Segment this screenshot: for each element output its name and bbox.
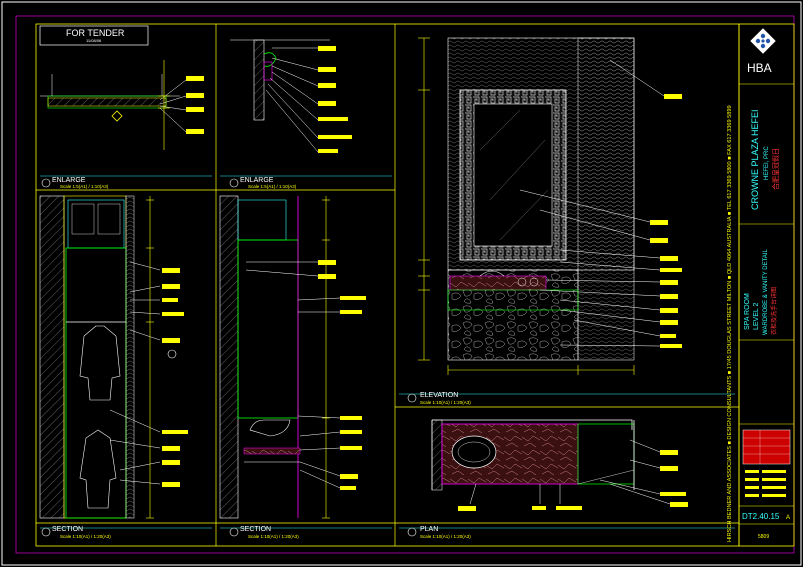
view-1-scale: Scale 1:5(A1) / 1:10(A3) (60, 184, 109, 189)
tender-stamp: FOR TENDER 11/08/06 (39, 25, 149, 46)
revision-letter: A (786, 515, 790, 521)
job-number: 5809 (758, 534, 769, 540)
hba-logo-icon (750, 28, 776, 54)
view-6-title: PLAN (420, 526, 438, 533)
room-name: SPA ROOM (744, 293, 751, 330)
view-5-title: ELEVATION (420, 392, 458, 399)
view-dividers (36, 24, 739, 546)
view-elevation: ELEVATION Scale 1:10(A1) / 1:20(A3) (399, 37, 735, 405)
view-3-scale: Scale 1:10(A1) / 1:20(A3) (60, 534, 111, 539)
view-1-title: ENLARGE (52, 177, 86, 184)
drawing-number: DT2.40.15 (742, 512, 780, 521)
stamp-title: FOR TENDER (66, 28, 125, 38)
company-footer: HIRSCH BEDNER AND ASSOCIATES ■ DESIGN CO… (727, 105, 733, 542)
project-location: HEFEI, PRC (764, 146, 770, 180)
view-section-2: SECTION Scale 1:10(A1) / 1:20(A3) (219, 195, 392, 539)
view-2-title: ENLARGE (240, 177, 274, 184)
level-name: LEVEL 2 (753, 303, 760, 330)
view-section-1: SECTION Scale 1:10(A1) / 1:20(A3) (39, 195, 212, 539)
drawing-title-cn: 衣柜及洗手台详图 (770, 287, 778, 335)
view-4-title: SECTION (240, 526, 271, 533)
title-block: HBA CROWNE PLAZA HEFEI HEFEI, PRC 合肥皇冠假日… (738, 23, 795, 547)
view-2-scale: Scale 1:5(A1) / 1:10(A3) (248, 184, 297, 189)
view-enlarge-1: ENLARGE Scale 1:5(A1) / 1:10(A3) (40, 60, 212, 189)
view-plan: PLAN Scale 1:10(A1) / 1:20(A3) (399, 419, 735, 539)
project-name-cn: 合肥皇冠假日 (771, 148, 780, 190)
firm-logo-text: HBA (747, 61, 772, 75)
revision-table (742, 429, 791, 497)
view-5-scale: Scale 1:10(A1) / 1:20(A3) (420, 400, 471, 405)
project-name: CROWNE PLAZA HEFEI (750, 109, 760, 210)
view-6-scale: Scale 1:10(A1) / 1:20(A3) (420, 534, 471, 539)
view-3-title: SECTION (52, 526, 83, 533)
stamp-date: 11/08/06 (86, 38, 102, 43)
view-4-scale: Scale 1:10(A1) / 1:20(A3) (248, 534, 299, 539)
view-enlarge-2: ENLARGE Scale 1:5(A1) / 1:10(A3) (220, 39, 392, 189)
drawing-title: WARDROBE & VANITY DETAIL (763, 249, 769, 335)
